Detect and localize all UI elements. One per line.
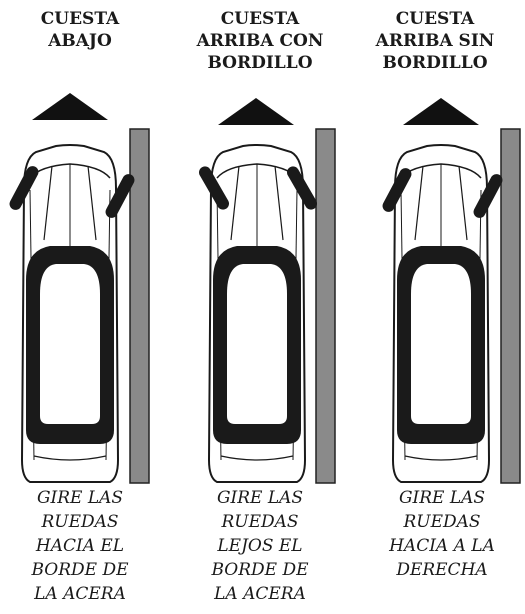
panel-1-caption-line-1: GIRE LAS [36, 488, 124, 508]
panel-1-title-line-2: CUESTA [40, 9, 120, 29]
panel-1-caption-line-3: HACIA EL [35, 536, 125, 556]
direction-arrow-icon [32, 93, 108, 120]
direction-arrow-icon [218, 98, 294, 125]
panel-2-title-line-3: BORDILLO [207, 53, 313, 73]
direction-arrow-icon [403, 98, 479, 125]
panel-2-caption-line-4: BORDE DE [211, 560, 309, 580]
curb-icon [129, 128, 150, 484]
car-topview-icon [392, 144, 490, 483]
car-topview-icon [21, 144, 119, 483]
panel-2-caption-line-5: LA ACERA [214, 584, 306, 604]
panel-2-caption-line-2: RUEDAS [221, 512, 299, 532]
panel-3-title-line-1: CUESTA [395, 9, 475, 29]
panel-3-caption: GIRE LAS RUEDAS HACIA A LA DERECHA [362, 486, 522, 582]
panel-1-caption-line-5: LA ACERA [34, 584, 126, 604]
panel-1-caption: GIRE LAS RUEDAS HACIA EL BORDE DE LA ACE… [0, 486, 160, 606]
panel-3-title-line-2: ARRIBA SIN [375, 31, 495, 51]
panel-1-caption-line-4: BORDE DE [31, 560, 129, 580]
panel-2-title: CUESTA ARRIBA CON BORDILLO [180, 8, 340, 74]
panel-3-caption-line-4: DERECHA [396, 560, 488, 580]
panel-2-title-line-2: ARRIBA CON [196, 31, 324, 51]
curb-icon [500, 128, 521, 484]
panel-3-caption-line-3: HACIA A LA [389, 536, 495, 556]
panel-3-title-line-3: BORDILLO [382, 53, 488, 73]
panel-3-caption-line-1: GIRE LAS [398, 488, 486, 508]
panel-2-caption: GIRE LAS RUEDAS LEJOS EL BORDE DE LA ACE… [180, 486, 340, 606]
panel-3-title: CUESTA ARRIBA SIN BORDILLO [355, 8, 515, 74]
panel-1-title-line-3: ABAJO [48, 31, 112, 51]
panel-1-caption-line-2: RUEDAS [41, 512, 119, 532]
panel-2-caption-line-3: LEJOS EL [217, 536, 303, 556]
panel-1-title: CUESTA ABAJO [0, 8, 160, 52]
panel-3-caption-line-2: RUEDAS [403, 512, 481, 532]
panel-2-title-line-1: CUESTA [220, 9, 300, 29]
curb-icon [315, 128, 336, 484]
panel-2-caption-line-1: GIRE LAS [216, 488, 304, 508]
